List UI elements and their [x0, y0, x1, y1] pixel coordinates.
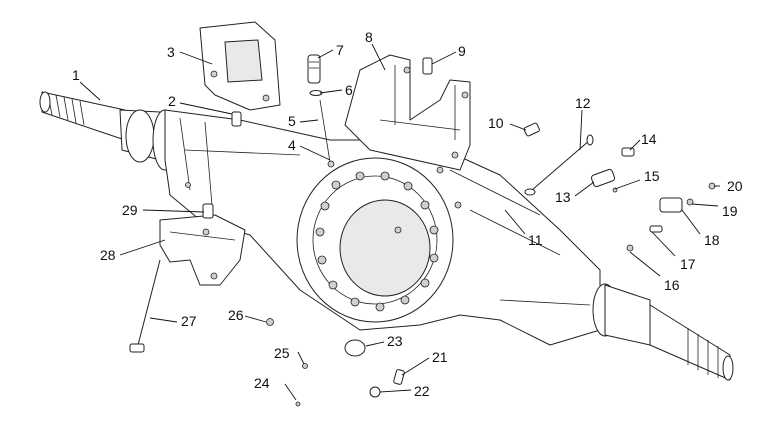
drain-parts — [266, 318, 405, 407]
fitting — [523, 122, 540, 137]
callout-labels: 1 2 3 4 5 6 7 8 9 10 11 12 13 14 15 16 1… — [72, 29, 743, 399]
callout-21: 21 — [432, 349, 448, 365]
callout-27: 27 — [181, 313, 197, 329]
callout-19: 19 — [722, 203, 738, 219]
callout-18: 18 — [704, 232, 720, 248]
callout-26: 26 — [228, 307, 244, 323]
right-axle-shaft — [592, 283, 734, 381]
push-rod — [524, 134, 594, 196]
callout-9: 9 — [458, 43, 466, 59]
callout-11: 11 — [528, 232, 543, 248]
callout-20: 20 — [727, 178, 743, 194]
callout-16: 16 — [664, 277, 680, 293]
left-axle-shaft — [39, 91, 178, 171]
callout-29: 29 — [122, 202, 138, 218]
callout-17: 17 — [680, 256, 696, 272]
differential-flange — [296, 157, 454, 323]
long-bolt — [129, 259, 161, 353]
callout-2: 2 — [168, 93, 176, 109]
callout-leaders — [79, 43, 720, 401]
pin — [231, 111, 242, 127]
callout-3: 3 — [167, 44, 175, 60]
callout-24: 24 — [254, 375, 270, 391]
upper-bracket — [199, 21, 281, 111]
callout-6: 6 — [345, 82, 353, 98]
callout-8: 8 — [365, 29, 373, 45]
callout-10: 10 — [488, 115, 504, 131]
callout-4: 4 — [288, 137, 296, 153]
callout-13: 13 — [555, 189, 571, 205]
callout-14: 14 — [641, 131, 657, 147]
lower-pin — [202, 203, 214, 219]
suspension-bracket — [344, 54, 471, 171]
callout-12: 12 — [575, 95, 591, 111]
adjuster-assembly — [590, 147, 716, 252]
callout-23: 23 — [387, 333, 403, 349]
flange-bolts — [315, 171, 439, 312]
callout-1: 1 — [72, 67, 80, 83]
callout-25: 25 — [274, 345, 290, 361]
lower-bracket — [159, 214, 246, 286]
callout-7: 7 — [336, 42, 344, 58]
callout-28: 28 — [100, 247, 116, 263]
callout-22: 22 — [414, 383, 430, 399]
bracket-bolt — [422, 57, 433, 75]
breather-assembly — [307, 54, 335, 168]
callout-5: 5 — [288, 113, 296, 129]
callout-15: 15 — [644, 168, 660, 184]
